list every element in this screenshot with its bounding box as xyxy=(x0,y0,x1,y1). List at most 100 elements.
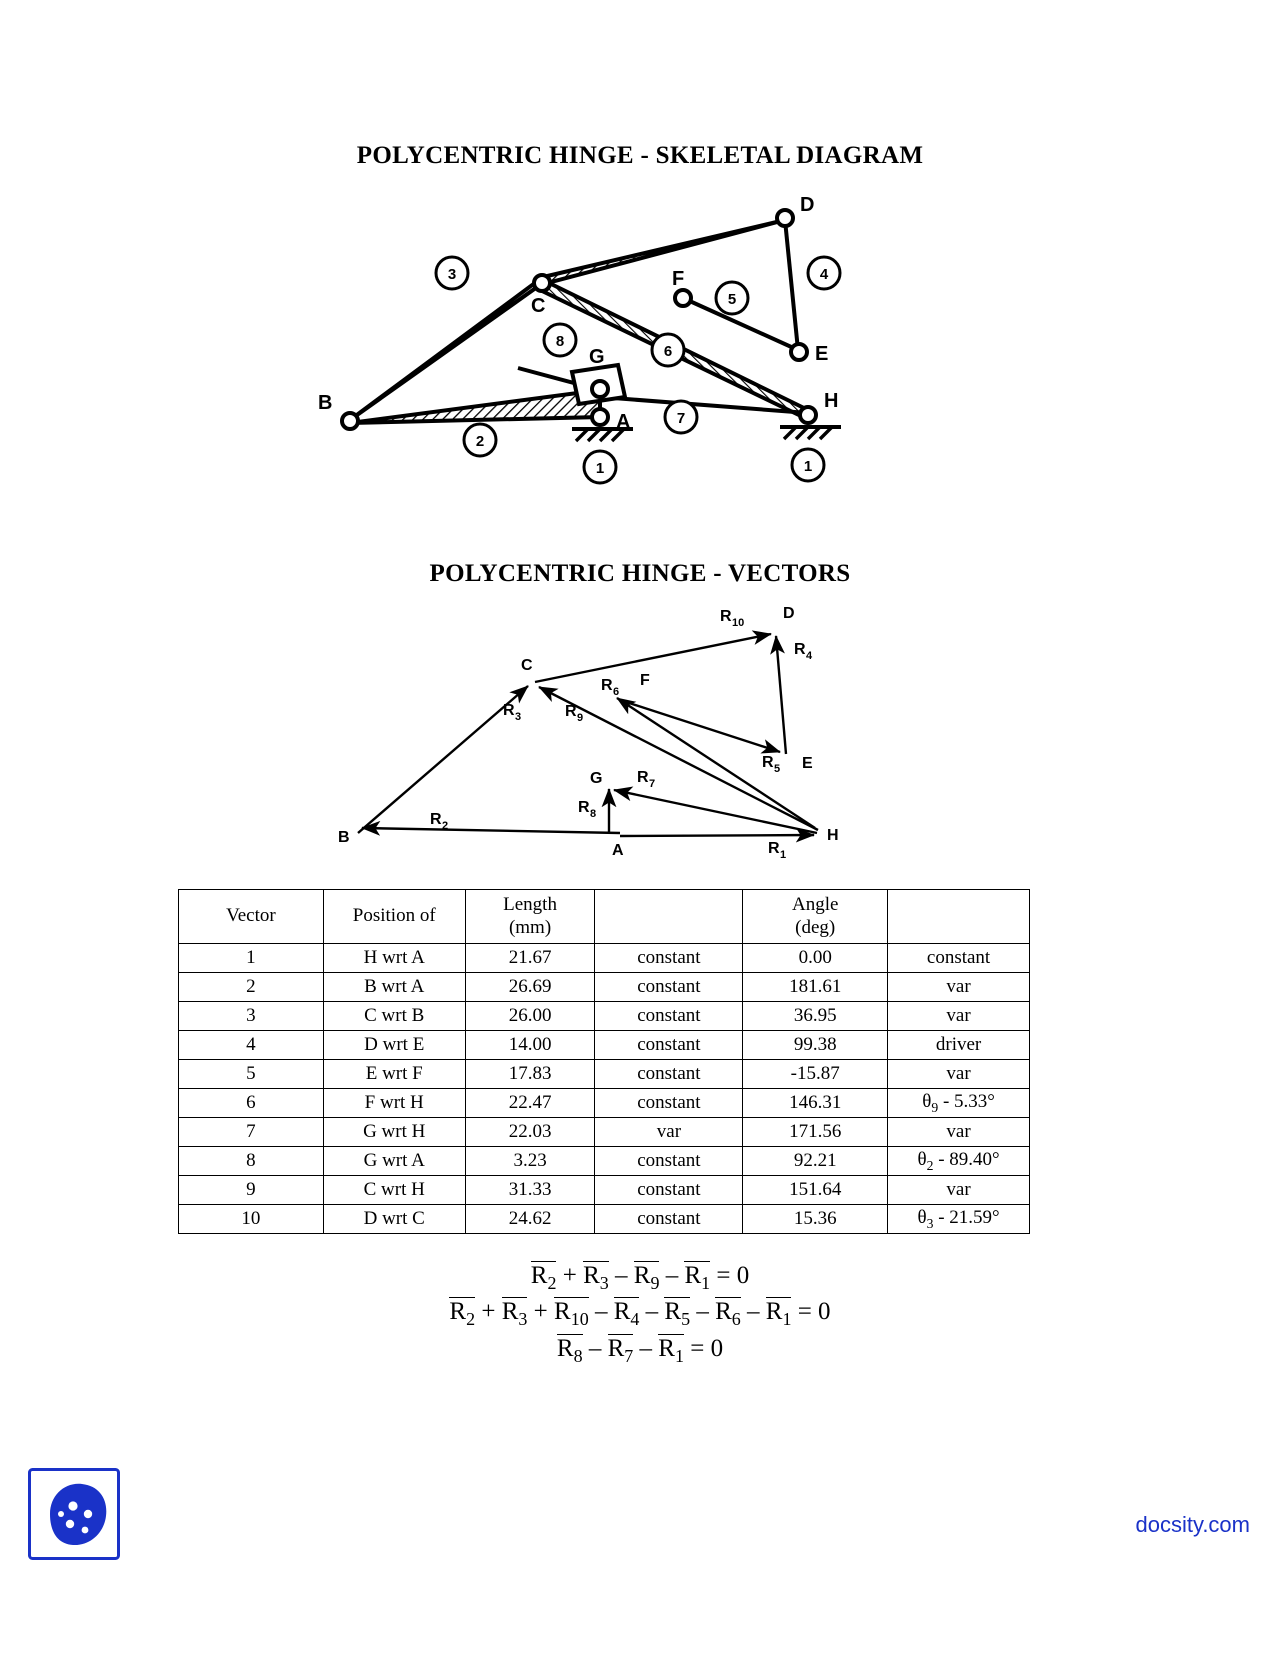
vector-term-r9: R9 xyxy=(633,1261,660,1293)
svg-text:R: R xyxy=(637,769,649,786)
cell-angle: -15.87 xyxy=(742,1059,889,1089)
cell-angle-type: var xyxy=(887,1117,1030,1147)
cell-angle: 171.56 xyxy=(742,1117,889,1147)
vector-r5-arrow xyxy=(619,698,781,754)
vector-term-r2: R2 xyxy=(449,1297,476,1330)
joint-a xyxy=(590,407,610,427)
link-bubble-2: 2 xyxy=(462,422,498,458)
vector-label-r3: R 3 xyxy=(503,702,521,723)
vector-parameters-table: Vector Position of Length (mm) Angle (de… xyxy=(178,889,1030,1234)
link-4-line xyxy=(783,219,800,351)
cell-angle-type: var xyxy=(887,1001,1030,1031)
svg-text:3: 3 xyxy=(515,711,521,723)
equation-3: R8 – R7 – R1 = 0 xyxy=(556,1333,724,1366)
cell-length: 17.83 xyxy=(464,1059,596,1089)
vector-label-r8: R 8 xyxy=(578,799,596,820)
vectors-label-h: H xyxy=(827,827,839,844)
svg-text:10: 10 xyxy=(732,617,744,629)
vector-r4-arrow xyxy=(770,635,788,755)
joint-h xyxy=(798,405,818,425)
cell-angle: 15.36 xyxy=(742,1204,889,1234)
svg-text:5: 5 xyxy=(774,763,780,775)
cell-angle: 181.61 xyxy=(742,972,889,1002)
joint-f xyxy=(673,288,693,308)
cell-length: 14.00 xyxy=(464,1030,596,1060)
skeletal-diagram: B C D E F G A H 3 4 5 6 xyxy=(300,185,900,495)
cell-position-of: F wrt H xyxy=(322,1088,466,1118)
vector-r9-arrow xyxy=(538,685,819,832)
cell-length: 22.03 xyxy=(464,1117,596,1147)
ground-symbol-a xyxy=(572,427,633,443)
link-bubble-8: 8 xyxy=(542,322,578,358)
skeletal-label-g: G xyxy=(589,346,605,368)
svg-text:7: 7 xyxy=(677,410,685,427)
cell-angle: 36.95 xyxy=(742,1001,889,1031)
cell-vector-number: 10 xyxy=(178,1204,324,1234)
joint-e xyxy=(789,342,809,362)
vector-r3-arrow xyxy=(357,685,529,834)
vectors-label-d: D xyxy=(783,605,795,622)
cell-angle: 146.31 xyxy=(742,1088,889,1118)
svg-text:9: 9 xyxy=(577,712,583,724)
svg-text:2: 2 xyxy=(476,433,484,450)
cell-position-of: D wrt C xyxy=(322,1204,466,1234)
cell-vector-number: 9 xyxy=(178,1175,324,1205)
cell-length-type: var xyxy=(594,1117,744,1147)
vector-term-r10: R10 xyxy=(554,1297,589,1330)
cell-angle: 92.21 xyxy=(742,1146,889,1176)
cell-vector-number: 7 xyxy=(178,1117,324,1147)
vector-label-r2: R 2 xyxy=(430,811,448,832)
svg-text:5: 5 xyxy=(728,291,736,308)
svg-text:R: R xyxy=(430,811,442,828)
cell-angle-type: θ3 - 21.59° xyxy=(887,1204,1030,1234)
cell-angle-type: var xyxy=(887,972,1030,1002)
vector-term-r1: R1 xyxy=(684,1261,711,1293)
cell-angle-type: constant xyxy=(887,943,1030,973)
cell-vector-number: 6 xyxy=(178,1088,324,1118)
cell-angle: 0.00 xyxy=(742,943,889,973)
svg-text:R: R xyxy=(762,754,774,771)
vectors-label-f: F xyxy=(640,672,650,689)
link-bubble-1-h: 1 xyxy=(790,447,826,483)
vectors-label-a: A xyxy=(612,842,624,859)
cell-length: 26.00 xyxy=(464,1001,596,1031)
cell-length-type: constant xyxy=(594,1146,744,1176)
header-length-type xyxy=(594,889,744,944)
cell-vector-number: 3 xyxy=(178,1001,324,1031)
joint-d xyxy=(775,208,795,228)
vectors-label-e: E xyxy=(802,755,813,772)
vector-term-r4: R4 xyxy=(613,1297,640,1330)
cell-length: 3.23 xyxy=(464,1146,596,1176)
skeletal-label-f: F xyxy=(672,268,684,290)
cell-vector-number: 4 xyxy=(178,1030,324,1060)
header-vector: Vector xyxy=(178,889,324,944)
cell-position-of: G wrt A xyxy=(322,1146,466,1176)
link-3-body xyxy=(348,218,786,422)
svg-text:8: 8 xyxy=(556,333,564,350)
skeletal-diagram-title: POLYCENTRIC HINGE - SKELETAL DIAGRAM xyxy=(356,142,924,169)
skeletal-label-c: C xyxy=(531,295,545,317)
link-bubble-5: 5 xyxy=(714,280,750,316)
ground-symbol-h xyxy=(780,425,841,441)
skeletal-label-d: D xyxy=(800,194,814,216)
vector-term-r6: R6 xyxy=(715,1297,741,1330)
vectors-label-g: G xyxy=(590,770,602,787)
vector-label-r4: R 4 xyxy=(794,641,813,662)
svg-text:R: R xyxy=(601,677,613,694)
cell-length-type: constant xyxy=(594,943,744,973)
vectors-diagram: D C F E G B A H R 10 R 4 R 3 R 9 xyxy=(320,590,900,861)
svg-text:R: R xyxy=(578,799,590,816)
svg-text:6: 6 xyxy=(664,343,672,360)
cell-vector-number: 8 xyxy=(178,1146,324,1176)
docsity-logo xyxy=(28,1468,120,1560)
cell-angle-type: var xyxy=(887,1175,1030,1205)
equation-2: R2 + R3 + R10 – R4 – R5 – R6 – R1 = 0 xyxy=(449,1297,831,1330)
cell-length-type: constant xyxy=(594,1175,744,1205)
cell-length: 22.47 xyxy=(464,1088,596,1118)
vector-label-r1: R 1 xyxy=(768,840,786,861)
